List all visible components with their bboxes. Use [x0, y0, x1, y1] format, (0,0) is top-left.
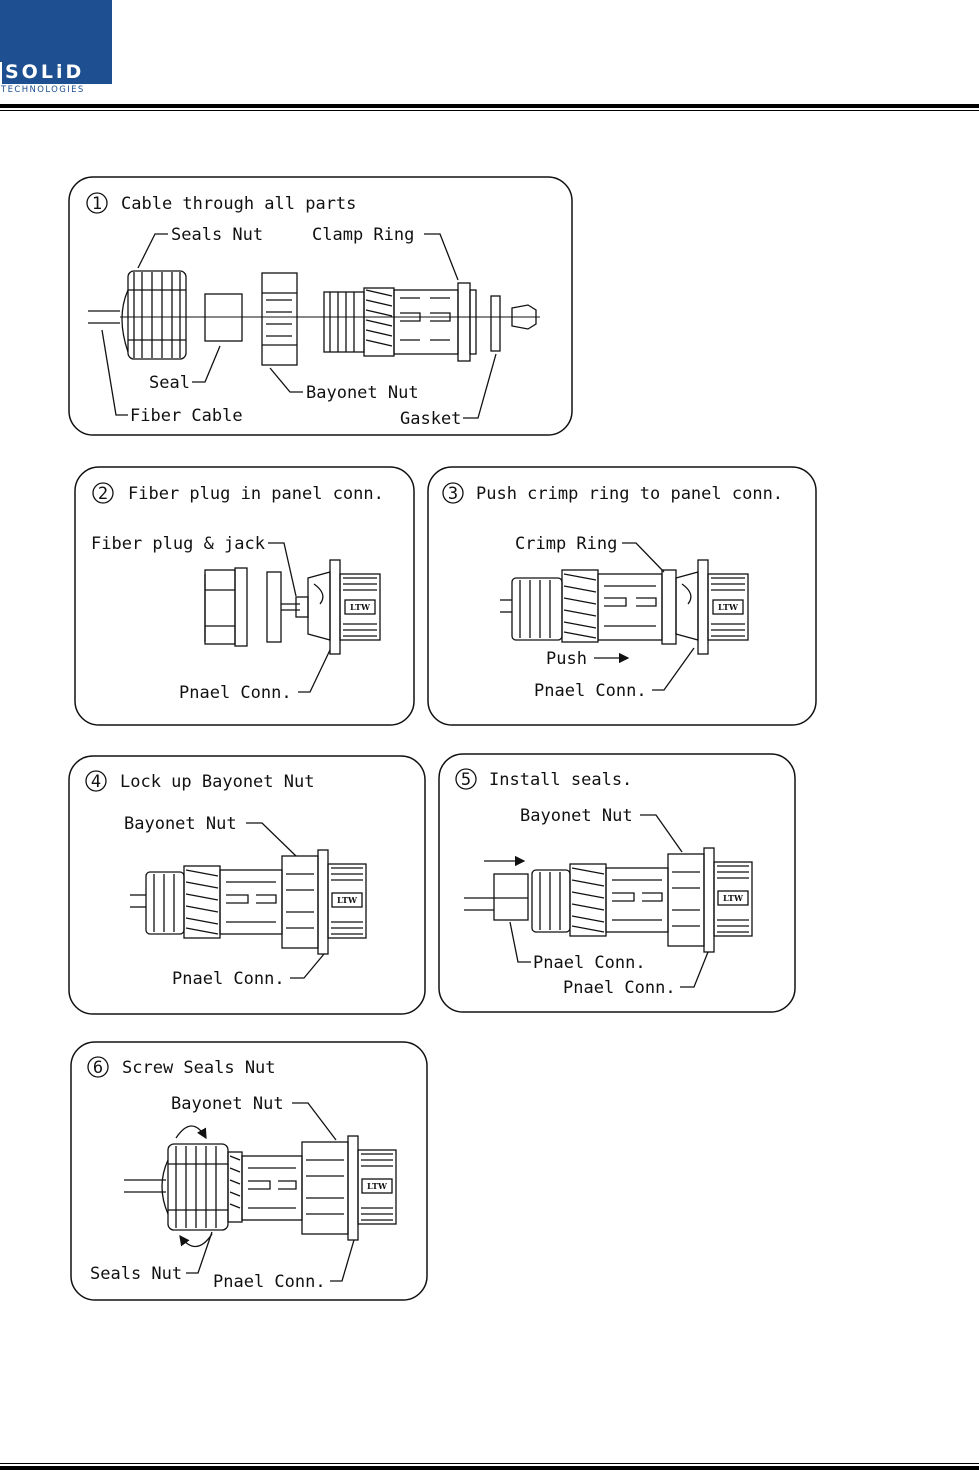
step-3-title: Push crimp ring to panel conn. [476, 484, 783, 504]
header-rule-thin [0, 110, 979, 111]
footer-rule-thin [0, 1463, 979, 1464]
footer-rule [0, 1466, 979, 1470]
step-6-panel: 6 Screw Seals Nut LTW Bayonet Nut Seals … [70, 1041, 428, 1301]
label-seals-nut: Seals Nut [171, 225, 263, 245]
rotate-arrow-bottom [179, 1233, 213, 1248]
ltw-mark: LTW [723, 893, 744, 903]
label-crimp-ring: Crimp Ring [515, 534, 617, 554]
logo-wordmark: SOLiD [2, 60, 112, 84]
solid-logo: SOLiD TECHNOLOGIES [0, 0, 112, 97]
seal-part [204, 293, 243, 342]
bayonet-nut-part [261, 272, 298, 366]
ltw-mark: LTW [367, 1181, 388, 1191]
step-1-number-circle [86, 192, 108, 214]
step-6-title: Screw Seals Nut [122, 1058, 276, 1078]
step-2-title: Fiber plug in panel conn. [128, 484, 384, 504]
label-bayonet-nut: Bayonet Nut [520, 806, 633, 826]
label-panel-conn-2: Pnael Conn. [563, 978, 676, 998]
ltw-mark: LTW [718, 602, 739, 612]
label-gasket: Gasket [400, 409, 461, 429]
logo-subtext: TECHNOLOGIES [1, 85, 85, 95]
step-2-panel: 2 Fiber plug in panel conn. LTW Fiber pl… [74, 466, 415, 726]
step-1-panel: 1 Cable through all parts [68, 176, 573, 436]
label-panel-conn: Pnael Conn. [534, 681, 647, 701]
header-rule [0, 104, 979, 108]
step-4-number: 4 [91, 772, 101, 792]
label-clamp-ring: Clamp Ring [312, 225, 414, 245]
ltw-mark: LTW [337, 895, 358, 905]
gasket-part [490, 295, 501, 352]
label-bayonet-nut: Bayonet Nut [306, 383, 419, 403]
label-push: Push [546, 649, 587, 669]
label-bayonet-nut: Bayonet Nut [171, 1094, 284, 1114]
step-1-title: Cable through all parts [121, 194, 356, 214]
panel-connector: LTW [307, 559, 381, 655]
logo-block [0, 0, 112, 62]
step-1-number: 1 [92, 194, 102, 214]
label-fiber-plug-jack: Fiber plug & jack [91, 534, 265, 554]
step-2-number: 2 [98, 484, 108, 504]
label-panel-conn-1: Pnael Conn. [533, 953, 646, 973]
label-bayonet-nut: Bayonet Nut [124, 814, 237, 834]
step-3-panel: 3 Push crimp ring to panel conn. LTW Cri… [427, 466, 817, 726]
fiber-plug-part [511, 304, 537, 330]
step-5-panel: 5 Install seals. LTW Bayonet Nut Pnael C… [438, 753, 796, 1013]
label-seal: Seal [149, 373, 190, 393]
label-panel-conn: Pnael Conn. [213, 1272, 326, 1292]
label-panel-conn: Pnael Conn. [172, 969, 285, 989]
step-5-title: Install seals. [489, 770, 632, 790]
step-5-number: 5 [461, 770, 471, 790]
label-seals-nut: Seals Nut [90, 1264, 182, 1284]
step-3-number: 3 [448, 484, 458, 504]
label-fiber-cable: Fiber Cable [130, 406, 243, 426]
step-4-panel: 4 Lock up Bayonet Nut LTW Bayonet Nut Pn… [68, 755, 426, 1015]
clamp-ring-part [323, 282, 477, 362]
rotate-arrow-top [175, 1125, 207, 1140]
label-panel-conn: Pnael Conn. [179, 683, 292, 703]
step-4-title: Lock up Bayonet Nut [120, 772, 314, 792]
seals-nut-part [121, 270, 187, 360]
ltw-mark: LTW [350, 602, 371, 612]
step-6-number: 6 [93, 1058, 103, 1078]
